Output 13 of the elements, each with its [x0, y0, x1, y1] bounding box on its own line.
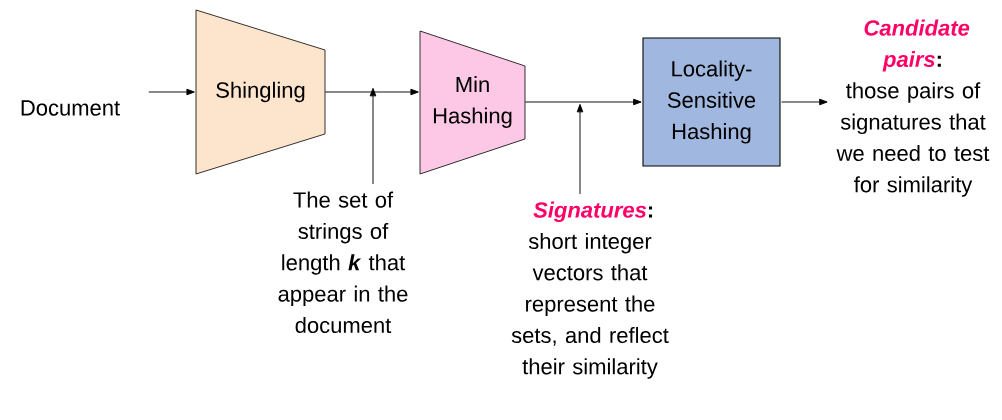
process-box: Locality-Sensitive Hashing	[642, 37, 781, 167]
trapezoid-block: Min Hashing	[419, 30, 526, 175]
input-text: Document	[21, 100, 120, 116]
trapezoid-block: Shingling	[195, 9, 326, 175]
arrow	[369, 87, 377, 185]
output-text: Candidate pairs: those pairs of signatures that we need to test for similarity	[836, 19, 990, 197]
arrow	[324, 88, 419, 96]
arrow	[781, 98, 828, 106]
arrow	[148, 88, 195, 96]
caption-text: The set of strings of length k that appear in the document	[278, 191, 408, 334]
arrow	[524, 98, 642, 106]
caption-text: Signatures: short integer vectors that represent the sets, and reflect their similarity	[511, 201, 669, 379]
arrow	[576, 103, 584, 195]
